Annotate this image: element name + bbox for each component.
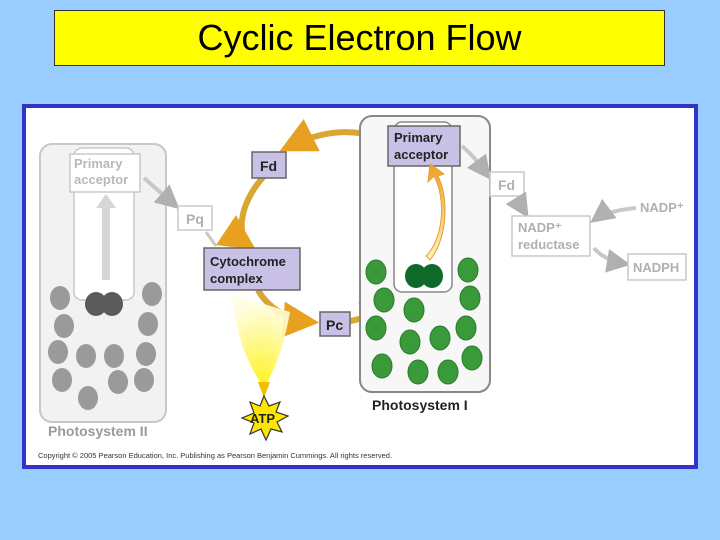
ps2-excitation-arrow [96, 194, 116, 280]
ps1-primary-acceptor-box [387, 125, 461, 167]
ps1-reaction-center-left [405, 264, 427, 288]
atp-starburst [240, 394, 290, 442]
nadp-plus-to-reductase-arrow [590, 198, 637, 223]
nadph-box [627, 253, 687, 281]
ps1-acceptor-line2: acceptor [394, 147, 448, 162]
slide-title: Cyclic Electron Flow [54, 10, 665, 66]
pq-box [177, 205, 213, 231]
copyright-notice: Copyright © 2005 Pearson Education, Inc.… [38, 451, 392, 460]
fd-to-cytochrome-arrow [216, 174, 267, 251]
atp-label: ATP [250, 411, 275, 426]
ps1-label: Photosystem I [372, 397, 468, 413]
reductase-to-nadph-arrow [592, 246, 631, 273]
ps2-to-pq-arrow [142, 176, 180, 210]
cytochrome-line2: complex [210, 271, 264, 286]
cyclic-electron-flow-diagram: Primary acceptor Photosystem II [22, 104, 698, 469]
ps2-acceptor-line1: Primary [74, 156, 123, 171]
cytochrome-line1: Cytochrome [210, 254, 286, 269]
ps2-acceptor-line2: acceptor [74, 172, 128, 187]
ps2-pigments [48, 282, 162, 410]
atp-arrowhead [258, 382, 270, 398]
ps1-reaction-center-right [421, 264, 443, 288]
fd-cycle-box [251, 151, 287, 179]
photosystem-i: Primary acceptor Photosystem I [359, 115, 491, 413]
pq-to-cytochrome-link [204, 231, 218, 247]
pq-label: Pq [186, 211, 204, 227]
ps2-primary-acceptor-box [69, 153, 141, 193]
fd-right-label: Fd [498, 177, 515, 193]
nadp-reductase-line2: reductase [518, 237, 579, 252]
ps1-chlorophylls [365, 257, 483, 385]
ps2-reaction-center-left [85, 292, 107, 316]
diagram-canvas: Primary acceptor Photosystem II [38, 115, 687, 460]
cytochrome-complex-box [203, 247, 301, 291]
nadp-plus-label: NADP⁺ [640, 200, 684, 215]
nadp-reductase-box [511, 215, 591, 257]
fd-cycle-label: Fd [260, 158, 277, 174]
ps1-acceptor-line1: Primary [394, 130, 443, 145]
nadph-label: NADPH [633, 260, 679, 275]
photosystem-ii: Primary acceptor Photosystem II [39, 143, 167, 439]
nadp-reductase-line1: NADP⁺ [518, 220, 562, 235]
ps1-excitation-arrow [425, 163, 446, 261]
acceptor-to-fd-right-arrow [460, 144, 491, 180]
pc-box [319, 311, 351, 337]
ps2-label: Photosystem II [48, 423, 148, 439]
atp-synthesis-glow [232, 294, 290, 388]
fd-to-reductase-arrow [505, 191, 529, 219]
ps2-reaction-center-right [101, 292, 123, 316]
pc-label: Pc [326, 317, 343, 333]
